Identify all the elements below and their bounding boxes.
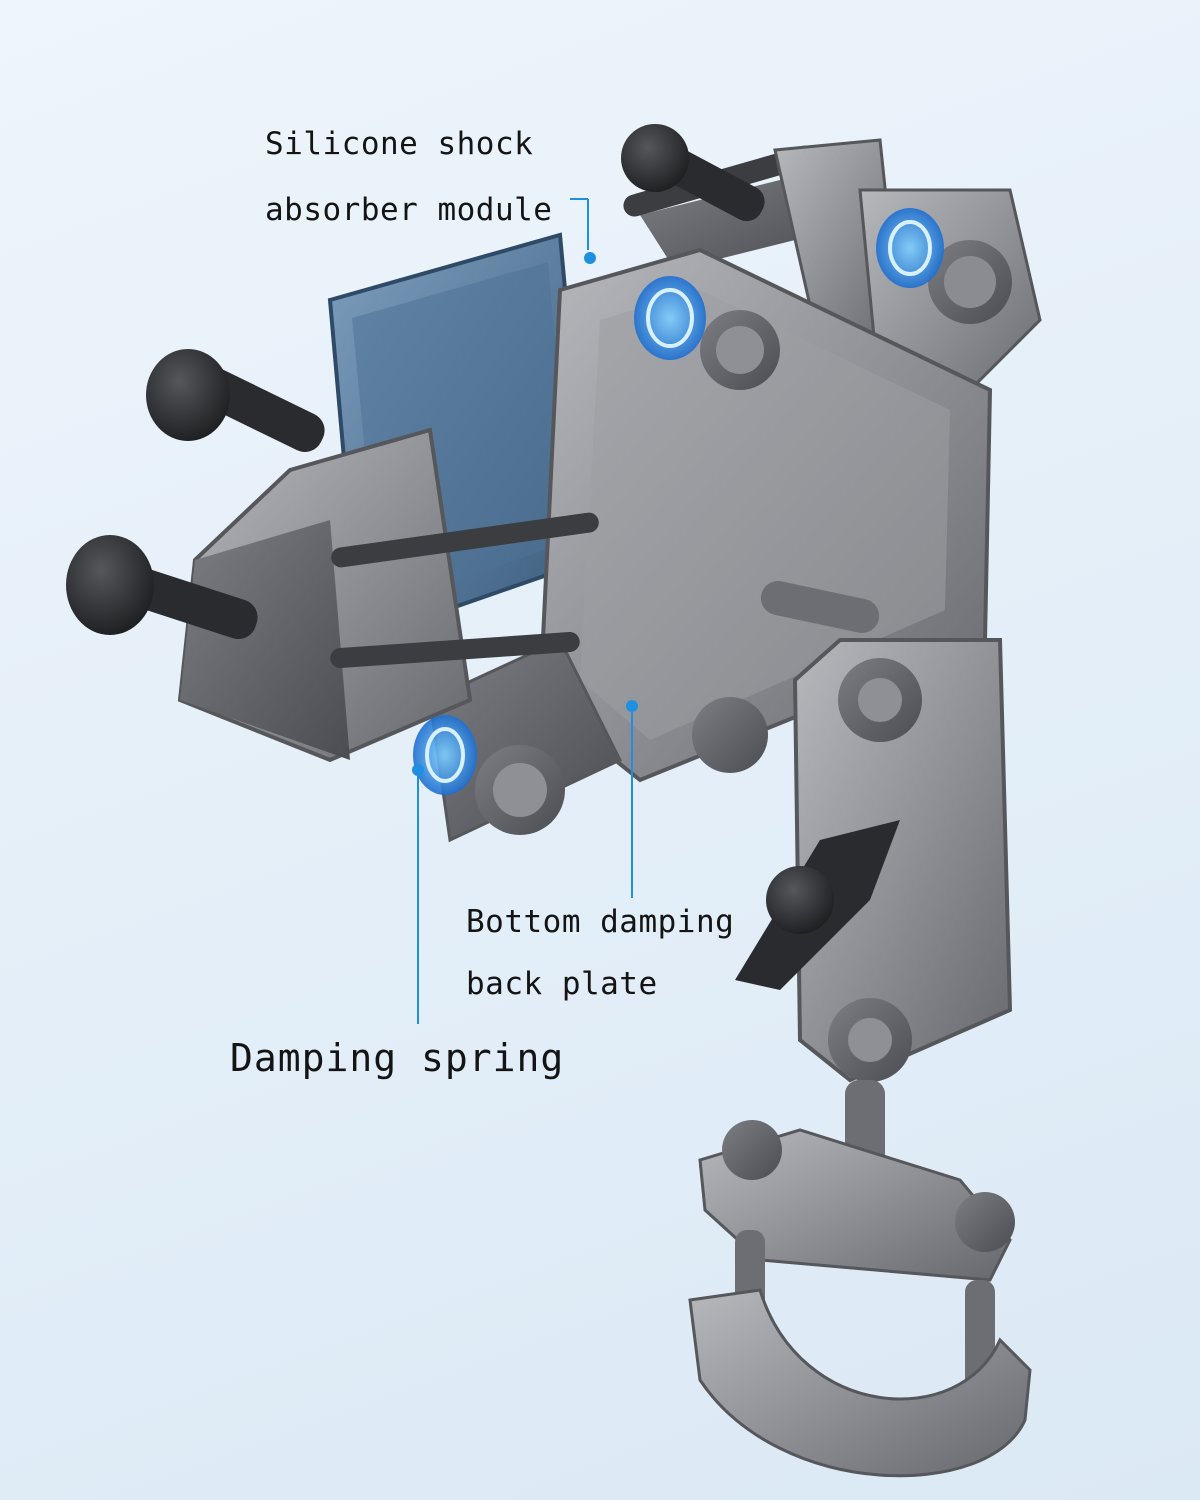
silicone-module-label-line1: Silicone shock <box>265 126 534 162</box>
damping-spring-top-left <box>634 276 706 360</box>
bolt-heads <box>475 310 780 835</box>
leader-line-spring <box>412 764 424 1024</box>
clamp-knob-left-upper <box>146 349 325 452</box>
damping-spring-top-right <box>876 208 944 288</box>
ball-joint-arm <box>760 581 1013 1083</box>
leader-line-silicone <box>570 198 596 264</box>
damping-spring-bottom <box>413 715 477 795</box>
leader-line-back-plate <box>626 700 638 898</box>
thumb-screw-knob <box>735 820 900 990</box>
back-plate-label-line1: Bottom damping <box>466 904 735 940</box>
clamp-knob-left-lower <box>66 535 258 640</box>
damping-spring-label: Damping spring <box>230 1036 565 1080</box>
back-plate-label-line2: back plate <box>466 966 658 1002</box>
clamp-knob-top <box>621 124 765 222</box>
silicone-module-label-line2: absorber module <box>265 192 553 228</box>
handlebar-clamp <box>688 1080 1032 1478</box>
side-grip-block <box>177 427 599 763</box>
